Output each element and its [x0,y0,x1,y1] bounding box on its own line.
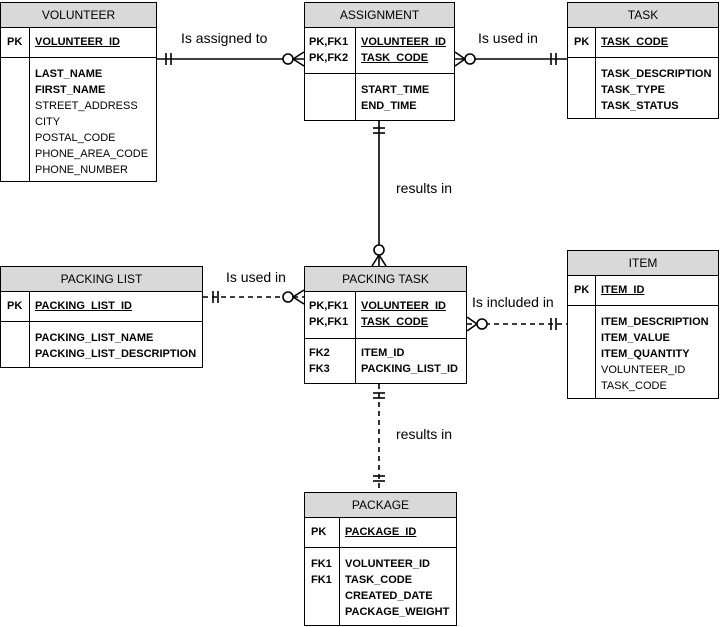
field: TASK_CODE [345,574,413,586]
task-assignment-connector [454,51,567,67]
fk-field: ITEM_ID [361,347,405,359]
entity-volunteer: VOLUNTEER PK VOLUNTEER_ID LAST_NAME FIRS… [0,2,157,182]
entity-item: ITEM PK ITEM_ID ITEM_DESCRIPTION ITEM_VA… [567,250,719,399]
entity-packing-task: PACKING TASK PK,FK1 PK,FK1 VOLUNTEER_ID … [304,266,467,384]
fk-field: PACKING_LIST_ID [361,363,458,375]
packing-task-package-connector [373,384,385,492]
pk-key: PK,FK2 [309,52,349,64]
pk-field: ITEM_ID [601,284,645,296]
fk-key: FK2 [309,347,330,359]
field: ITEM_QUANTITY [601,348,690,360]
pk-field: VOLUNTEER_ID [361,36,446,48]
field: PACKING_LIST_NAME [35,332,154,344]
pk-field: TASK_CODE [601,36,669,48]
field: PHONE_NUMBER [35,164,128,176]
fk-key: FK1 [311,574,332,586]
field: VOLUNTEER_ID [601,364,686,376]
assignment-packing-task-connector [371,121,387,267]
entity-title: ITEM [568,251,718,276]
field: ITEM_VALUE [601,332,670,344]
entity-assignment: ASSIGNMENT PK,FK1 PK,FK2 VOLUNTEER_ID TA… [304,2,455,121]
field: CREATED_DATE [345,590,433,602]
entity-title: PACKAGE [305,493,456,518]
field: ITEM_DESCRIPTION [601,316,709,328]
volunteer-assignment-connector [157,51,305,67]
label-item-packing-task: Is included in [472,294,554,310]
label-assignment-packing-task: results in [396,180,453,196]
pk-field: PACKING_LIST_ID [35,300,132,312]
label-packing-list-packing-task: Is used in [226,269,286,285]
item-packing-task-connector [466,316,567,332]
entity-packing-list: PACKING LIST PK PACKING_LIST_ID PACKING_… [0,266,203,368]
pk-field: TASK_CODE [361,316,429,328]
fk-key: FK3 [309,363,330,375]
pk-key: PK [574,284,590,296]
field: FIRST_NAME [35,84,106,96]
entity-title: TASK [568,3,718,28]
field: TASK_STATUS [601,100,679,112]
pk-field: VOLUNTEER_ID [361,300,446,312]
entity-task: TASK PK TASK_CODE TASK_DESCRIPTION TASK_… [567,2,719,119]
field: LAST_NAME [35,68,103,80]
pk-field: PACKAGE_ID [345,526,417,538]
pk-key: PK [311,526,327,538]
entity-title: ASSIGNMENT [305,3,454,28]
field: PACKAGE_WEIGHT [345,606,450,618]
field: TASK_TYPE [601,84,665,96]
packing-list-packing-task-connector [203,289,305,305]
pk-key: PK [574,36,590,48]
entity-package: PACKAGE PK PACKAGE_ID FK1 FK1 VOLUNTEER_… [304,492,457,626]
pk-field: VOLUNTEER_ID [35,36,120,48]
field: START_TIME [361,84,430,96]
field: VOLUNTEER_ID [345,558,430,570]
entity-title: VOLUNTEER [1,3,156,28]
field: CITY [35,116,61,128]
pk-field: TASK_CODE [361,52,429,64]
label-volunteer-assignment: Is assigned to [181,30,268,46]
label-packing-task-package: results in [396,426,453,442]
field: PACKING_LIST_DESCRIPTION [35,348,197,360]
field: PHONE_AREA_CODE [35,148,149,160]
field: POSTAL_CODE [35,132,116,144]
pk-key: PK [7,300,23,312]
pk-key: PK,FK1 [309,316,349,328]
pk-key: PK [7,36,23,48]
pk-key: PK,FK1 [309,36,349,48]
field: STREET_ADDRESS [35,100,138,112]
label-task-assignment: Is used in [478,30,538,46]
field: TASK_DESCRIPTION [601,68,712,80]
field: TASK_CODE [601,380,667,392]
fk-key: FK1 [311,558,332,570]
field: END_TIME [361,100,417,112]
entity-title: PACKING LIST [1,267,202,292]
entity-title: PACKING TASK [305,267,466,292]
pk-key: PK,FK1 [309,300,349,312]
